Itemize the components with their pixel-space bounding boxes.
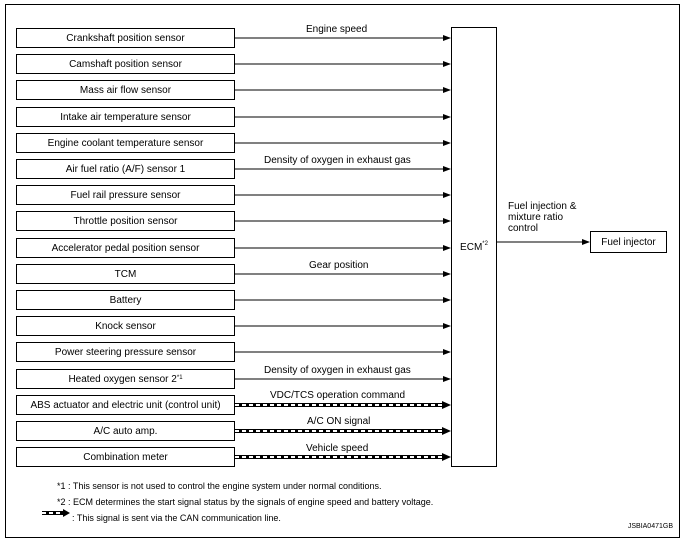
sensor-label: Power steering pressure sensor: [54, 346, 197, 358]
signal-vehicle-speed: Vehicle speed: [306, 443, 369, 454]
fuel-injector-label: Fuel injector: [601, 236, 656, 248]
sensor-label: Combination meter: [83, 451, 168, 463]
signal-gear-position: Gear position: [309, 260, 369, 271]
can-signal-line: [235, 453, 451, 461]
sensor-label: Accelerator pedal position sensor: [51, 242, 200, 254]
sensor-label: Fuel rail pressure sensor: [70, 189, 181, 201]
note-1-mark: *1: [57, 481, 66, 491]
can-signal-line: [235, 401, 451, 409]
can-signal-line: [235, 427, 451, 435]
sensor-label: Engine coolant temperature sensor: [47, 137, 204, 149]
signal-vdc-tcs: VDC/TCS operation command: [270, 390, 406, 401]
fuel-output-label: Fuel injection & mixture ratio control: [508, 201, 588, 234]
sensor-box: Combination meter: [16, 447, 235, 467]
note-2: *2 : ECM determines the start signal sta…: [30, 494, 433, 510]
sensor-box: Battery: [16, 290, 235, 310]
sensor-box: Crankshaft position sensor: [16, 28, 235, 48]
signal-o2-density-1: Density of oxygen in exhaust gas: [264, 155, 411, 166]
note-1-text: : This sensor is not used to control the…: [65, 481, 382, 491]
sensor-box: Camshaft position sensor: [16, 54, 235, 74]
sensor-label: A/C auto amp.: [93, 425, 158, 437]
signal-ac-on: A/C ON signal: [307, 416, 371, 427]
sensor-box: TCM: [16, 264, 235, 284]
sensor-label: Air fuel ratio (A/F) sensor 1: [65, 163, 186, 175]
sensor-label: Battery: [109, 294, 142, 306]
sensor-box: Knock sensor: [16, 316, 235, 336]
fuel-output-line3: control: [508, 223, 539, 234]
note-2-mark: *2: [57, 497, 66, 507]
sensor-box: Accelerator pedal position sensor: [16, 238, 235, 258]
ecm-box: ECM*2: [451, 27, 497, 467]
sensor-label: Camshaft position sensor: [69, 58, 182, 70]
sensor-box: Mass air flow sensor: [16, 80, 235, 100]
note-1: *1 : This sensor is not used to control …: [30, 478, 433, 494]
fuel-output-line2: mixture ratio: [508, 212, 564, 223]
note-can-text: : This signal is sent via the CAN commun…: [72, 513, 281, 523]
ecm-label: ECM: [460, 241, 483, 253]
sensor-box: Intake air temperature sensor: [16, 107, 235, 127]
fuel-output-line1: Fuel injection &: [508, 201, 577, 212]
sensor-box: Air fuel ratio (A/F) sensor 1: [16, 159, 235, 179]
sensor-label: Throttle position sensor: [73, 215, 178, 227]
sensor-label: ABS actuator and electric unit (control …: [30, 399, 221, 411]
sensor-label: Intake air temperature sensor: [60, 111, 191, 123]
sensor-box: Power steering pressure sensor: [16, 342, 235, 362]
sensor-box: Fuel rail pressure sensor: [16, 185, 235, 205]
sensor-label: Heated oxygen sensor 2: [68, 373, 177, 385]
sensor-box: Throttle position sensor: [16, 211, 235, 231]
sensor-box: Heated oxygen sensor 2*1: [16, 369, 235, 389]
signal-engine-speed: Engine speed: [306, 24, 368, 35]
figure-code: JSBIA0471GB: [627, 523, 673, 530]
sensor-box: Engine coolant temperature sensor: [16, 133, 235, 153]
sensor-label: Knock sensor: [95, 320, 156, 332]
can-legend-arrow: [42, 509, 70, 517]
sensor-box: A/C auto amp.: [16, 421, 235, 441]
sensor-label: Crankshaft position sensor: [66, 32, 185, 44]
sensor-box: ABS actuator and electric unit (control …: [16, 395, 235, 415]
signal-o2-density-2: Density of oxygen in exhaust gas: [264, 365, 411, 376]
footnotes: *1 : This sensor is not used to control …: [30, 478, 433, 526]
fuel-injector-box: Fuel injector: [590, 231, 667, 253]
note-2-text: : ECM determines the start signal status…: [65, 497, 434, 507]
sensor-label: TCM: [114, 268, 137, 280]
sensor-label: Mass air flow sensor: [79, 84, 172, 96]
note-can: : This signal is sent via the CAN commun…: [30, 510, 433, 526]
diagram-frame: [5, 4, 680, 538]
